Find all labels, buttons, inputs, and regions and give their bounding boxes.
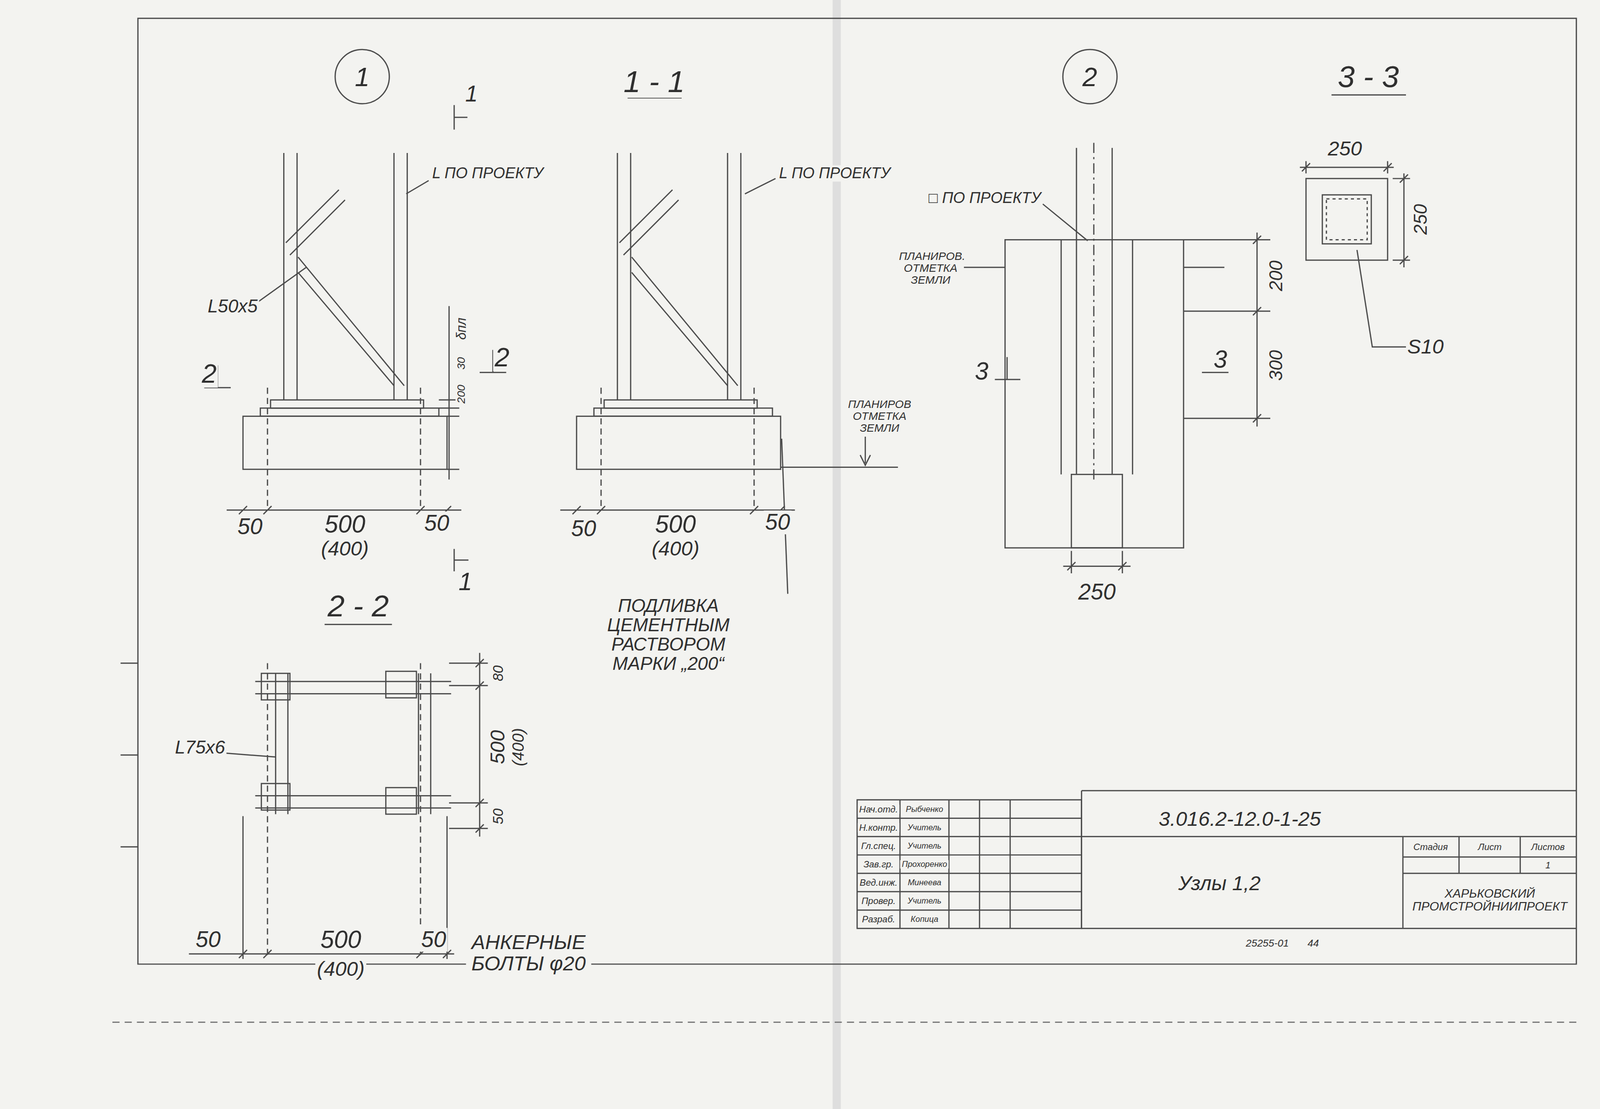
dimension-label: 500 (318, 926, 363, 953)
dimension-label: 1 (456, 568, 474, 595)
section-2-2 (189, 652, 489, 959)
drawing-label: Минеева (906, 878, 944, 887)
drawing-label: S10 (1405, 336, 1446, 358)
ground-line (780, 466, 899, 468)
frame-ticks (120, 662, 139, 847)
title-underline (324, 95, 1406, 625)
drawing-label: Учитель (905, 896, 944, 905)
drawing-label: ХАРЬКОВСКИЙ ПРОМСТРОЙНИИПРОЕКТ (1406, 887, 1573, 913)
drawing-label: Провер. (859, 896, 898, 906)
dimension-label: 300 (1265, 348, 1286, 383)
dimension-label: 25255-01 (1244, 937, 1291, 949)
dimension-label: 500 (322, 511, 367, 538)
dimension-label: 250 (1076, 580, 1118, 604)
drawing-label: Учитель (905, 823, 944, 832)
dimension-label: 1 (463, 82, 480, 106)
drawing-label: Прохоренко (900, 859, 949, 869)
drawing-label: L ПО ПРОЕКТУ (430, 165, 546, 182)
dimension-label: 500 (653, 511, 698, 538)
dimension-label: (400) (509, 726, 528, 768)
drawing-label: L ПО ПРОЕКТУ (777, 165, 893, 182)
drawing-label: □ ПО ПРОЕКТУ (927, 190, 1043, 206)
dimension-label: 1 (1544, 860, 1552, 870)
dimension-label: 250 (1410, 202, 1431, 237)
dimension-label: 3 (1211, 346, 1229, 373)
drawing-label: Стадия (1411, 842, 1450, 852)
drawing-label: L75x6 (173, 737, 227, 757)
dimension-label: 3 (973, 358, 991, 385)
ground-mark (860, 436, 871, 466)
dimension-label: (400) (315, 958, 366, 981)
dimension-label: 500 (487, 728, 509, 766)
drawing-label: Учитель (905, 841, 944, 850)
dimension-label: 50 (763, 510, 792, 535)
drawing-label: ПЛАНИРОВ ОТМЕТКА ЗЕМЛИ (846, 398, 913, 434)
sheet-frame (138, 18, 1577, 964)
dimension-label: 1 - 1 (621, 65, 687, 98)
dimension-label: 2 - 2 (326, 590, 391, 623)
drawing-label: Разраб. (860, 914, 897, 924)
dimension-label: (400) (650, 538, 701, 560)
drawing-lines (112, 0, 1577, 1109)
sheet-edge (112, 1021, 1577, 1023)
dimension-label: 200 (1265, 258, 1286, 293)
drawing-label: Зав.гр. (861, 859, 896, 869)
callout-number: 1 (354, 61, 370, 93)
callout-circle: 2 (1061, 48, 1119, 105)
drawing-label: Нач.отд. (857, 804, 900, 814)
circle-outline (1062, 49, 1117, 104)
dimension-label: 250 (1326, 138, 1364, 160)
dimension-label: 44 (1305, 937, 1321, 949)
drawing-label: Н.контр. (857, 822, 900, 833)
dimension-label: 3 - 3 (1336, 60, 1401, 93)
circle-outline (335, 49, 390, 104)
dimension-label: 3.016.2-12.0-1-25 (1157, 808, 1323, 831)
drawing-label: δпл (454, 315, 469, 342)
drawing-label: АНКЕРНЫЕ БОЛТЫ φ20 (465, 931, 592, 975)
drawing-label: Вед.инж. (858, 877, 900, 888)
dimension-label: 50 (419, 928, 448, 952)
callout-number: 2 (1082, 61, 1098, 93)
drawing-label: ПЛАНИРОВ. ОТМЕТКА ЗЕМЛИ (897, 250, 964, 286)
dimension-label: (400) (319, 538, 371, 560)
title-block (856, 790, 1577, 929)
dimension-label: 30 (455, 355, 468, 371)
section-3-3 (1300, 161, 1411, 348)
dimension-label: 50 (569, 516, 598, 541)
drawing-label: ПОДЛИВКА ЦЕМЕНТНЫМ РАСТВОРОМ МАРКИ „200“ (585, 596, 752, 674)
dimension-label: 50 (490, 806, 506, 826)
dimension-label: 2 (493, 343, 511, 371)
drawing-label: Копица (909, 915, 941, 924)
dimension-label: 200 (455, 383, 468, 405)
dimension-label: 80 (490, 663, 506, 683)
drawing-label: Листов (1529, 842, 1567, 852)
dimension-label: 50 (194, 928, 222, 952)
node-2-section (898, 143, 1271, 574)
dimension-label: 2 (200, 359, 219, 388)
drawing-label: L50x5 (205, 296, 259, 316)
drawing-label: Лист (1476, 842, 1503, 852)
section-1-1 (560, 152, 796, 514)
drawing-label: Рыбченко (904, 804, 946, 814)
drawing-label: Узлы 1,2 (1176, 872, 1262, 895)
callout-circle: 1 (333, 48, 391, 105)
drawing-label: Гл.спец. (859, 841, 898, 851)
dimension-label: 50 (236, 514, 264, 539)
leader-line (745, 178, 776, 195)
dimension-label: 50 (422, 511, 451, 536)
